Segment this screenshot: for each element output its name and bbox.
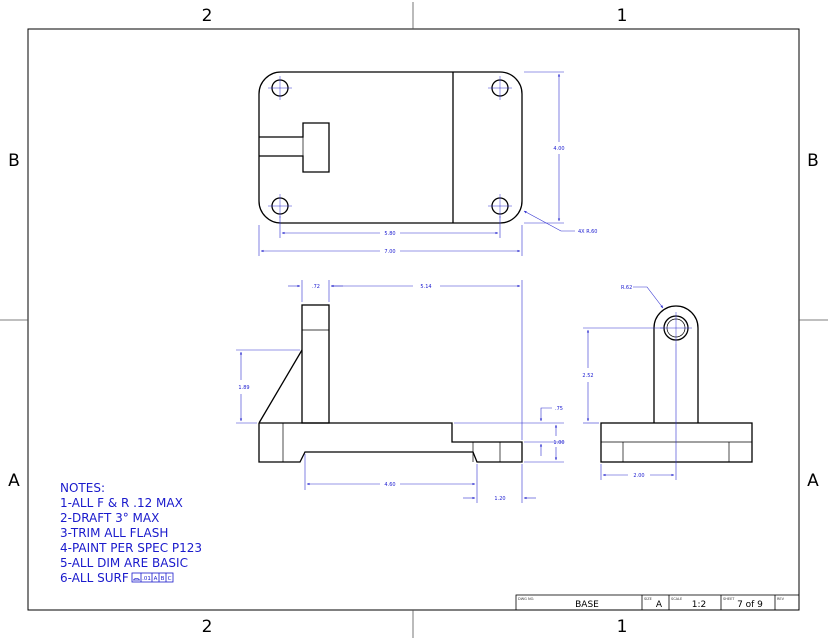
title-block: DWG NO. BASE SIZE A SCALE 1:2 SHEET 7 of…	[515, 594, 800, 611]
zone-label-top-2: 2	[202, 6, 213, 26]
front-view: .72 5.14 1.89 .75 1.00 4.60 1.20	[236, 280, 565, 503]
title-block-rev-label: REV	[777, 597, 785, 601]
note-line-5: 5-ALL DIM ARE BASIC	[60, 556, 188, 570]
side-view: R.62 2.52 2.00	[582, 285, 753, 480]
dim-hole-height: 2.52	[582, 373, 593, 379]
dim-hole-spacing: 5.80	[384, 231, 395, 237]
title-block-sheet: 7 of 9	[737, 600, 763, 610]
profile-of-surface-icon	[132, 578, 141, 581]
dim-tab-width: .72	[312, 284, 320, 290]
zone-label-bottom-2: 2	[202, 617, 213, 637]
title-block-scale: 1:2	[692, 600, 706, 610]
zone-label-right-a: A	[807, 471, 819, 491]
feature-control-frame: .01 A B C	[131, 572, 174, 583]
dim-corner-radius: 4X R.60	[578, 229, 597, 235]
notes-block: NOTES: 1-ALL F & R .12 MAX 2-DRAFT 3° MA…	[60, 481, 202, 585]
dim-slot-length: 4.60	[384, 482, 395, 488]
fcf-datum-a: A	[154, 576, 158, 582]
dim-top-height: 4.00	[553, 146, 564, 152]
mounting-hole-bottom-left	[268, 194, 292, 218]
notes-title: NOTES:	[60, 481, 105, 495]
dim-span: 5.14	[420, 284, 431, 290]
title-block-scale-label: SCALE	[671, 597, 682, 601]
dim-base-height: 1.00	[553, 440, 564, 446]
dim-gusset-height: 1.89	[238, 385, 249, 391]
dim-step: .75	[555, 406, 563, 412]
top-view: 4.00 5.80 7.00 4X R.60	[258, 71, 597, 256]
fcf-datum-c: C	[168, 576, 172, 582]
title-block-sheet-label: SHEET	[723, 597, 735, 601]
zone-label-right-b: B	[807, 151, 819, 171]
note-line-4: 4-PAINT PER SPEC P123	[60, 541, 202, 555]
note-line-6: 6-ALL SURF	[60, 571, 129, 585]
dim-side-offset: 2.00	[633, 473, 644, 479]
fcf-tolerance: .01	[142, 576, 151, 582]
dim-side-radius: R.62	[621, 285, 632, 291]
title-block-size-label: SIZE	[644, 597, 652, 601]
title-block-dwg-no: BASE	[575, 600, 599, 610]
title-block-size: A	[656, 600, 663, 610]
note-line-1: 1-ALL F & R .12 MAX	[60, 496, 183, 510]
mounting-hole-top-left	[268, 76, 292, 100]
zone-label-left-a: A	[8, 471, 20, 491]
zone-label-left-b: B	[8, 151, 20, 171]
title-block-dwg-no-label: DWG NO.	[518, 597, 534, 601]
note-line-3: 3-TRIM ALL FLASH	[60, 526, 168, 540]
mounting-hole-bottom-right	[488, 194, 512, 218]
dim-overall-width: 7.00	[384, 249, 395, 255]
mounting-hole-top-right	[488, 76, 512, 100]
dim-end-length: 1.20	[494, 496, 505, 502]
zone-label-bottom-1: 1	[617, 617, 628, 637]
zone-label-top-1: 1	[617, 6, 628, 26]
fcf-datum-b: B	[161, 576, 165, 582]
note-line-2: 2-DRAFT 3° MAX	[60, 511, 159, 525]
